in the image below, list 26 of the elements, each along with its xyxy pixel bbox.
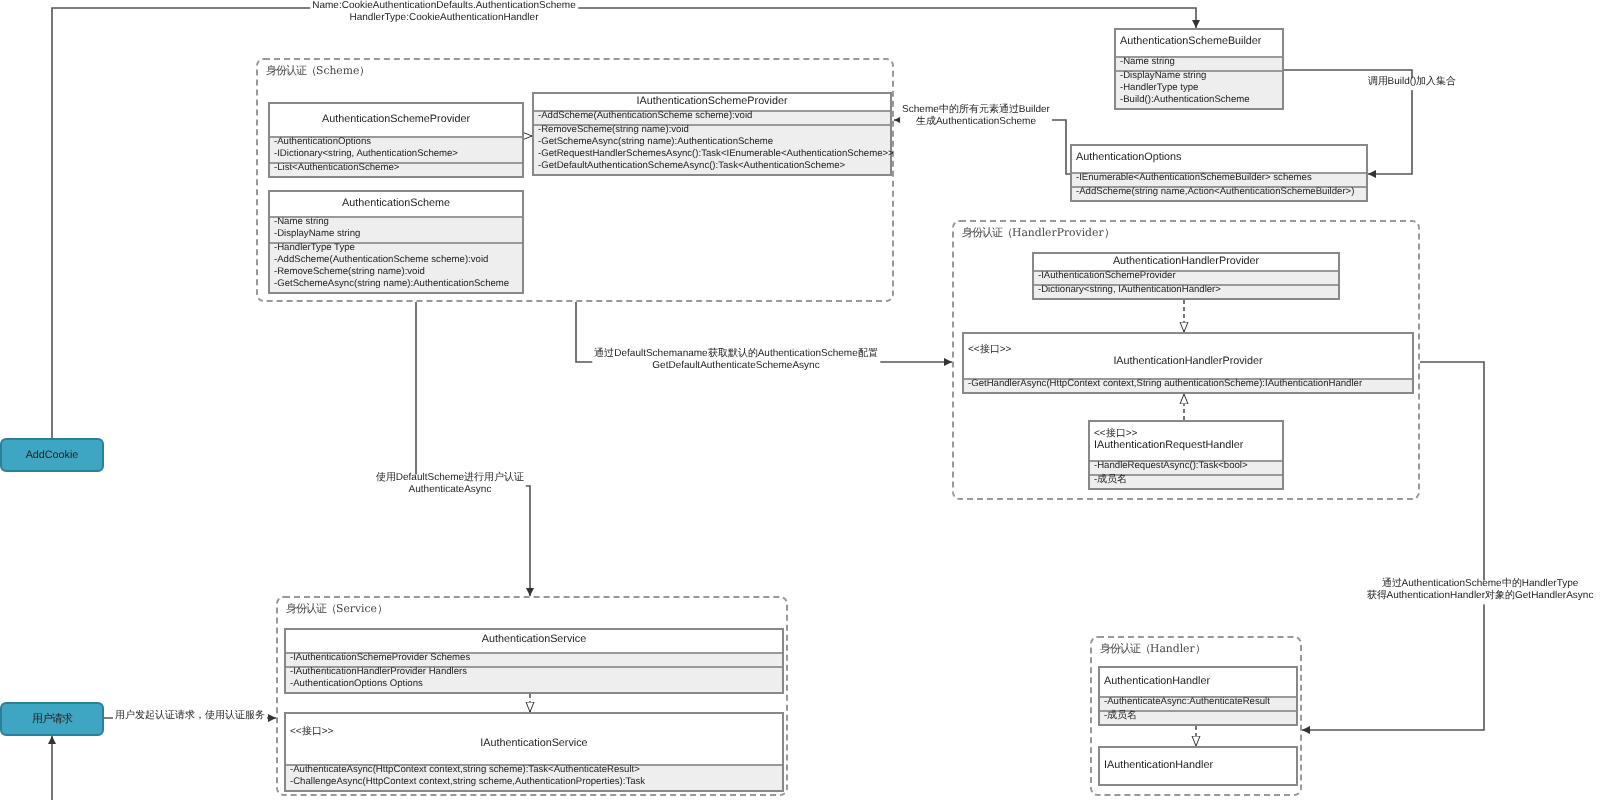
class-box — [1088, 420, 1284, 490]
group-frame — [952, 220, 1420, 500]
realization-arrow — [525, 693, 535, 713]
class-box — [268, 190, 524, 294]
arrow — [1301, 361, 1485, 734]
class-box — [1070, 144, 1368, 202]
group-frame — [1090, 636, 1302, 796]
realization-arrow — [521, 131, 533, 141]
class-box — [1098, 746, 1298, 786]
process-box — [0, 702, 104, 736]
realization-arrow — [1191, 725, 1201, 747]
class-box — [532, 92, 892, 176]
arrow — [1283, 69, 1413, 178]
class-box — [1032, 252, 1340, 300]
class-box — [284, 712, 784, 792]
process-box — [0, 438, 104, 472]
realization-arrow — [1179, 299, 1189, 333]
class-box — [962, 332, 1414, 394]
class-box — [268, 102, 524, 178]
class-box — [284, 628, 784, 694]
class-box — [1114, 28, 1284, 110]
realization-arrow — [1179, 393, 1189, 421]
arrow — [48, 735, 56, 800]
group-frame — [276, 596, 788, 796]
group-frame — [256, 58, 894, 302]
class-box — [1098, 666, 1298, 726]
